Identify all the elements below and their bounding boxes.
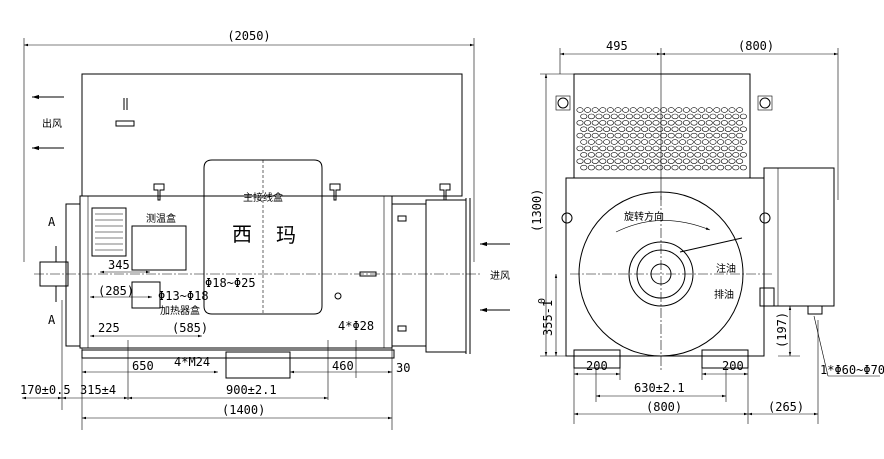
- main-terminal-box: [203, 159, 323, 315]
- dim-265: (265): [768, 400, 804, 414]
- heater-box: [131, 281, 161, 309]
- nameplate: [91, 207, 127, 257]
- dim-345: 345: [108, 258, 130, 272]
- dim-630: 630±2.1: [634, 381, 685, 395]
- dim-585: (585): [172, 321, 208, 335]
- temp-box: [131, 225, 187, 271]
- foot-right: [701, 349, 749, 369]
- dim-hole-small: Φ13~Φ18: [158, 289, 209, 303]
- dim-285: (285): [98, 284, 134, 298]
- lifting-lug-1: [153, 183, 165, 201]
- dim-315: 315±4: [80, 383, 116, 397]
- brand-char-2: 玛: [276, 223, 296, 247]
- grounding-bolt: [334, 292, 342, 300]
- mount-hole-tl: [557, 97, 569, 109]
- mount-hole-tr: [759, 97, 771, 109]
- fan-cover: [425, 199, 467, 353]
- outlet-label: 出风: [42, 117, 62, 130]
- dim-495: 495: [606, 39, 628, 53]
- drain-label: 排油: [714, 288, 734, 301]
- dim-m24: 4*M24: [174, 355, 210, 369]
- foot-left: [573, 349, 621, 369]
- section-marker-top: A: [48, 215, 56, 229]
- inlet-label: 进风: [490, 270, 510, 282]
- dim-hole-main: Φ18~Φ25: [205, 276, 256, 290]
- section-marker-bottom: A: [48, 313, 56, 327]
- rotation-label: 旋转方向: [624, 210, 664, 223]
- mount-hole-mr: [759, 212, 771, 224]
- dim-355-tol: 0: [537, 298, 548, 304]
- end-shield-right: [391, 203, 427, 347]
- front-view: (2050) 出风 测温盒 主接线盒 西 玛: [20, 29, 510, 430]
- cooler-grille: [576, 107, 747, 171]
- end-shield-left: [65, 203, 81, 347]
- side-cooler-hood: [573, 73, 751, 179]
- dim-cable: 1*Φ60~Φ70: [820, 363, 884, 377]
- dim-1300: (1300): [530, 189, 544, 232]
- cooler-hood: [81, 73, 463, 197]
- dim-30: 30: [396, 361, 410, 375]
- temp-box-label: 测温盒: [146, 212, 176, 225]
- lifting-lug-2: [329, 183, 341, 201]
- dim-355: 355-1: [541, 300, 555, 336]
- dim-900: 900±2.1: [226, 383, 277, 397]
- dim-800-top: (800): [738, 39, 774, 53]
- dim-197: (197): [775, 312, 789, 348]
- foot-center-block: [225, 351, 291, 379]
- main-terminal-box-label: 主接线盒: [243, 191, 283, 204]
- dim-overall-length: (2050): [227, 29, 270, 43]
- base-foot: [81, 349, 395, 359]
- dim-650: 650: [132, 359, 154, 373]
- dim-225: 225: [98, 321, 120, 335]
- brand-char-1: 西: [232, 222, 252, 246]
- inject-label: 注油: [716, 262, 736, 275]
- dim-170: 170±0.5: [20, 383, 71, 397]
- heater-box-label: 加热器盒: [160, 304, 200, 317]
- lifting-lug-3: [439, 183, 451, 201]
- dim-1400: (1400): [222, 403, 265, 417]
- dim-200-left: 200: [586, 359, 608, 373]
- side-terminal-box: [763, 167, 835, 307]
- dim-hole-28: 4*Φ28: [338, 319, 374, 333]
- rotation-arrow: [615, 220, 711, 233]
- cable-gland: [807, 305, 823, 315]
- dim-200-right: 200: [722, 359, 744, 373]
- side-view: 495 (800) (1300) 355-1 0 旋转方向 注油 排油: [530, 39, 884, 424]
- mount-hole-ml: [561, 212, 573, 224]
- dim-460: 460: [332, 359, 354, 373]
- oil-pipe: [679, 237, 743, 253]
- dim-800-bottom: (800): [646, 400, 682, 414]
